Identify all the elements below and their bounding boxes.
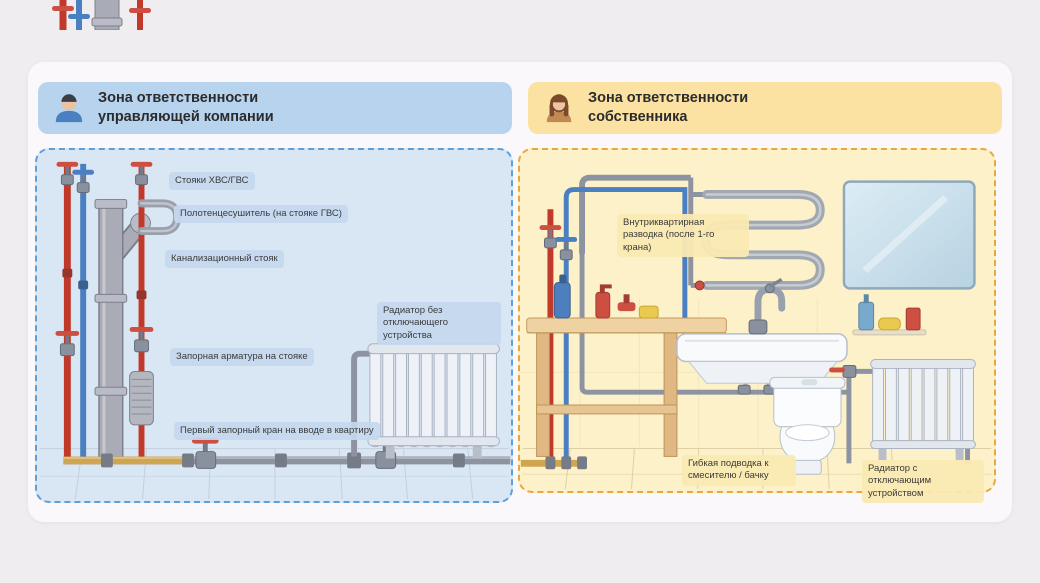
owner-person-icon xyxy=(546,94,572,123)
label-radiator-with-shutoff: Радиатор с отключающим устройством xyxy=(862,460,984,504)
owner-zone: Внутриквартирная разводка (после 1-го кр… xyxy=(518,148,996,504)
radiator-supply-pipe xyxy=(351,350,376,457)
shelf-toiletries xyxy=(852,294,927,336)
bathroom-drawing xyxy=(520,174,992,490)
apartment-inlet-pipe xyxy=(63,437,511,469)
label-first-valve: Первый запорный кран на вводе в квартиру xyxy=(174,422,380,441)
label-sewer-riser: Канализационный стояк xyxy=(165,250,284,269)
sink xyxy=(676,277,848,384)
radiator-with-shutoff xyxy=(829,359,976,464)
owner-zone-header: Зона ответственности собственника xyxy=(528,82,1002,134)
pipes-top-fragment xyxy=(52,0,151,30)
label-flexible-hose: Гибкая подводка к смесителю / бачку xyxy=(682,455,796,486)
riser-valves-top xyxy=(56,161,153,194)
label-apartment-piping: Внутриквартирная разводка (после 1-го кр… xyxy=(617,214,749,258)
mirror xyxy=(842,180,976,290)
toiletries xyxy=(553,274,659,319)
management-zone-title: Зона ответственности управляющей компани… xyxy=(98,89,274,125)
label-radiator-no-shutoff: Радиатор без отключающего устройства xyxy=(377,302,501,346)
label-riser-valves: Запорная арматура на стояке xyxy=(170,348,314,367)
management-zone: Стояки ХВС/ГВС Полотенцесушитель (на сто… xyxy=(35,148,513,503)
vanity-counter xyxy=(526,317,727,457)
riser-shutoff-valves xyxy=(55,326,154,426)
radiator-no-shutoff xyxy=(367,343,500,459)
manager-person-icon xyxy=(55,94,83,123)
label-towel-dryer: Полотенцесушитель (на стояке ГВС) xyxy=(174,205,348,224)
management-zone-header: Зона ответственности управляющей компани… xyxy=(38,82,512,134)
owner-zone-title: Зона ответственности собственника xyxy=(588,89,749,125)
utility-risers-drawing xyxy=(39,161,511,500)
label-risers: Стояки ХВС/ГВС xyxy=(169,172,255,191)
